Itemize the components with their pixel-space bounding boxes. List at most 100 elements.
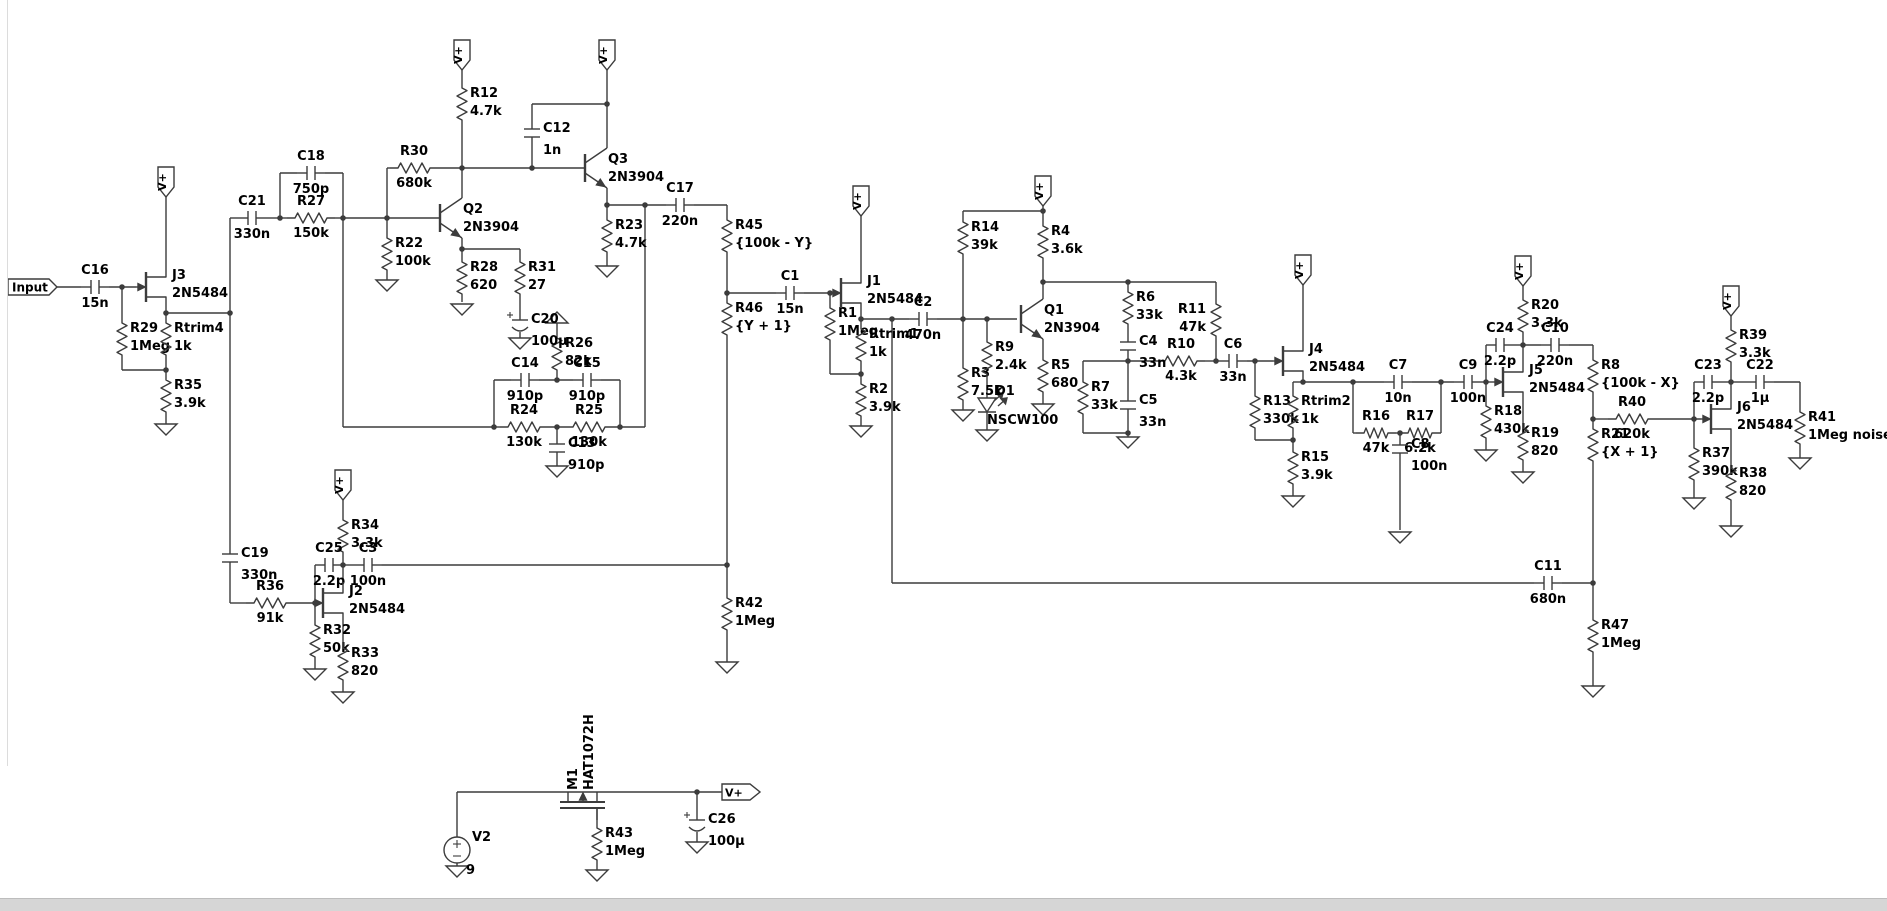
value-R17[interactable]: 6.2k [1404, 441, 1436, 456]
label-C13[interactable]: C13 [568, 436, 596, 451]
label-R19[interactable]: R19 [1531, 426, 1559, 441]
label-R6[interactable]: R6 [1136, 290, 1155, 305]
value-C2[interactable]: 470n [905, 328, 941, 343]
label-J3[interactable]: J3 [171, 268, 186, 283]
resistor-R25[interactable] [565, 421, 613, 433]
label-R5[interactable]: R5 [1051, 358, 1070, 373]
value-R47[interactable]: 1Meg [1601, 636, 1641, 651]
label-C23[interactable]: C23 [1694, 358, 1722, 373]
value-C5[interactable]: 33n [1139, 415, 1166, 430]
label-C9[interactable]: C9 [1459, 358, 1478, 373]
bjt-Q3[interactable] [584, 147, 608, 164]
label-C20[interactable]: C20 [531, 312, 559, 327]
label-R12[interactable]: R12 [470, 86, 498, 101]
ground-icon[interactable] [374, 279, 400, 292]
label-D1[interactable]: D1 [995, 384, 1015, 399]
ground-icon[interactable] [584, 869, 610, 882]
resistor-R45[interactable] [721, 212, 733, 260]
voltage-source-V2[interactable] [443, 836, 471, 864]
vplus-flag-icon[interactable] [453, 39, 471, 72]
value-C8[interactable]: 100n [1411, 459, 1447, 474]
ground-icon[interactable] [714, 661, 740, 674]
label-R8[interactable]: R8 [1601, 358, 1620, 373]
capacitor-polarized-C26[interactable] [688, 826, 706, 832]
label-C3[interactable]: C3 [359, 541, 378, 556]
label-R20[interactable]: R20 [1531, 298, 1559, 313]
value-J4[interactable]: 2N5484 [1309, 360, 1365, 375]
jfet-J4[interactable] [1283, 370, 1304, 382]
label-C4[interactable]: C4 [1139, 334, 1158, 349]
label-R37[interactable]: R37 [1702, 446, 1730, 461]
ground-icon[interactable] [444, 865, 470, 878]
ground-icon[interactable] [1580, 685, 1606, 698]
value-R45[interactable]: {100k - Y} [735, 236, 813, 251]
ground-icon[interactable] [1510, 471, 1536, 484]
label-R10[interactable]: R10 [1167, 337, 1195, 352]
label-R39[interactable]: R39 [1739, 328, 1767, 343]
label-C12[interactable]: C12 [543, 121, 571, 136]
ground-icon[interactable] [950, 409, 976, 422]
resistor-R38[interactable] [1725, 460, 1737, 508]
jfet-J1[interactable] [841, 302, 862, 314]
value-C11[interactable]: 680n [1530, 592, 1566, 607]
bjt-Q1[interactable] [1020, 298, 1044, 315]
resistor-R10[interactable] [1157, 355, 1205, 367]
value-C23[interactable]: 2.2p [1692, 391, 1724, 406]
value-R8[interactable]: {100k - X} [1601, 376, 1680, 391]
ground-icon[interactable] [507, 337, 533, 350]
label-R23[interactable]: R23 [615, 218, 643, 233]
label-R33[interactable]: R33 [351, 646, 379, 661]
value-C16[interactable]: 15n [81, 296, 108, 311]
label-R4[interactable]: R4 [1051, 224, 1070, 239]
ground-icon[interactable] [449, 303, 475, 316]
resistor-R42[interactable] [721, 590, 733, 638]
label-M1[interactable]: M1 [566, 768, 581, 790]
label-R46[interactable]: R46 [735, 301, 763, 316]
jfet-J4[interactable] [1283, 340, 1304, 352]
value-R42[interactable]: 1Meg [735, 614, 775, 629]
label-C11[interactable]: C11 [1534, 559, 1562, 574]
resistor-Rtrim1[interactable] [855, 321, 867, 369]
value-R28[interactable]: 620 [470, 278, 497, 293]
value-C13[interactable]: 910p [568, 458, 604, 473]
jfet-J3[interactable] [146, 296, 167, 308]
value-R46[interactable]: {Y + 1} [735, 319, 792, 334]
value-R1[interactable]: 1Meg [838, 324, 878, 339]
value-R37[interactable]: 390k [1702, 464, 1738, 479]
label-C2[interactable]: C2 [914, 295, 933, 310]
label-R38[interactable]: R38 [1739, 466, 1767, 481]
value-R24[interactable]: 130k [506, 435, 542, 450]
bjt-Q2[interactable] [439, 197, 463, 214]
resistor-R46[interactable] [721, 295, 733, 343]
resistor-R13[interactable] [1249, 388, 1261, 436]
label-R43[interactable]: R43 [605, 826, 633, 841]
value-C14[interactable]: 910p [507, 389, 543, 404]
label-R9[interactable]: R9 [995, 340, 1014, 355]
vplus-flag-icon[interactable] [157, 166, 175, 199]
label-R41[interactable]: R41 [1808, 410, 1836, 425]
value-C4[interactable]: 33n [1139, 356, 1166, 371]
resistor-R36[interactable] [246, 597, 294, 609]
value-R19[interactable]: 820 [1531, 444, 1558, 459]
label-vplus-9[interactable]: V+ [1721, 292, 1734, 310]
value-R10[interactable]: 4.3k [1165, 369, 1197, 384]
resistor-R12[interactable] [456, 80, 468, 128]
label-C5[interactable]: C5 [1139, 393, 1158, 408]
label-R32[interactable]: R32 [323, 623, 351, 638]
resistor-R34[interactable] [337, 512, 349, 560]
resistor-Rtrim2[interactable] [1287, 388, 1299, 436]
ground-icon[interactable] [330, 691, 356, 704]
jfet-J5[interactable] [1503, 391, 1524, 403]
resistor-R21[interactable] [1587, 421, 1599, 469]
label-R17[interactable]: R17 [1406, 409, 1434, 424]
value-C17[interactable]: 220n [662, 214, 698, 229]
resistor-R35[interactable] [160, 372, 172, 420]
value-R20[interactable]: 3.3k [1531, 316, 1563, 331]
jfet-J2[interactable] [323, 582, 344, 594]
ground-icon[interactable] [848, 425, 874, 438]
value-D1[interactable]: NSCW100 [987, 413, 1058, 428]
label-R13[interactable]: R13 [1263, 394, 1291, 409]
label-V2[interactable]: V2 [472, 830, 491, 845]
label-vplus-1[interactable]: V+ [156, 173, 169, 191]
